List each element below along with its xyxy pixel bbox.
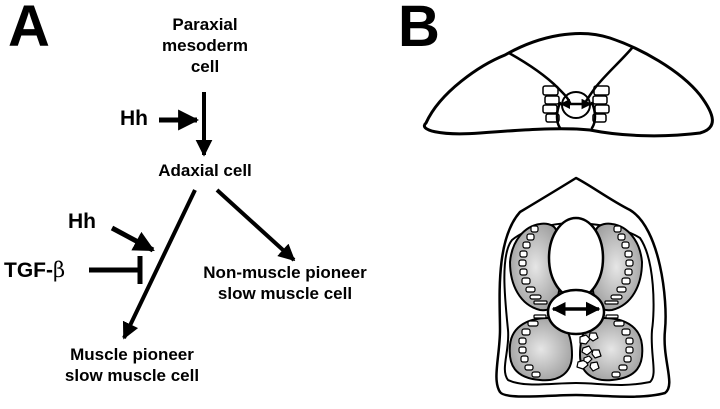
tgf-prefix: TGF- — [4, 259, 53, 282]
signal-hh-top: Hh — [120, 107, 148, 130]
node-non-muscle-pioneer-slow-muscle-cell: Non-muscle pioneer slow muscle cell — [200, 262, 370, 304]
node-muscle-pioneer-slow-muscle-cell: Muscle pioneer slow muscle cell — [42, 344, 222, 386]
node-text-line: slow muscle cell — [64, 366, 200, 385]
slow-muscle-cells-left — [518, 225, 548, 378]
signal-hh-lower: Hh — [68, 210, 96, 233]
node-adaxial-cell: Adaxial cell — [158, 161, 252, 180]
neural-tube — [547, 216, 605, 300]
node-paraxial-mesoderm-cell: Paraxial mesoderm cell — [145, 14, 265, 77]
notochord — [546, 288, 606, 336]
signal-tgf-beta: TGF-β — [4, 258, 66, 282]
arrow-hh-to-muscle-pioneer — [110, 225, 155, 253]
node-text-line: mesoderm — [162, 36, 248, 55]
node-text-line: Muscle pioneer — [70, 345, 194, 364]
node-text-line: Paraxial — [172, 15, 238, 34]
slow-muscle-cells-right — [604, 225, 634, 378]
node-text-line: slow muscle cell — [217, 284, 353, 303]
adaxial-cells-left — [542, 85, 560, 123]
somite-boundary-right — [590, 101, 597, 130]
beta-symbol: β — [52, 258, 66, 282]
outline — [422, 32, 714, 138]
node-text-line: Non-muscle pioneer — [203, 263, 367, 282]
embryo-section-later — [495, 176, 671, 398]
somite-boundary-left — [555, 101, 562, 130]
neural-tube-boundary-left — [507, 51, 572, 105]
adaxial-cells-right — [592, 85, 610, 123]
arrow-adaxial-to-non-muscle-pioneer — [215, 188, 296, 262]
embryo-section-early — [422, 32, 714, 138]
hypochord-cells — [576, 332, 602, 372]
node-text-line: cell — [190, 57, 220, 76]
panel-label-a: A — [8, 0, 50, 59]
arrow-adaxial-to-muscle-pioneer — [122, 189, 197, 340]
panel-label-b: B — [398, 0, 440, 59]
